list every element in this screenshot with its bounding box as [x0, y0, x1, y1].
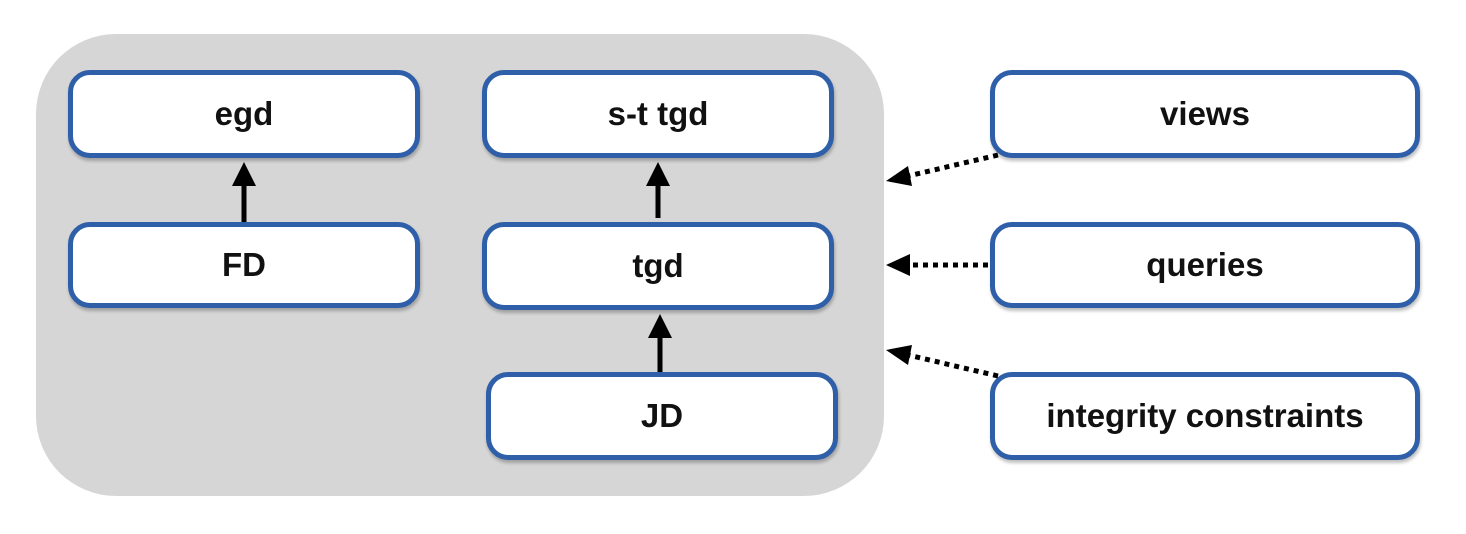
node-views-label: views: [1160, 95, 1250, 132]
dotted-arrow-views-to-group: [886, 152, 999, 186]
dotted-arrow-integrity-constraints-to-group: [886, 345, 999, 379]
node-st-tgd: s-t tgd: [482, 70, 834, 158]
node-egd: egd: [68, 70, 420, 158]
node-fd-label: FD: [222, 246, 266, 283]
node-tgd-label: tgd: [632, 247, 684, 284]
node-st-tgd-label: s-t tgd: [607, 95, 709, 132]
node-views: views: [990, 70, 1420, 158]
node-tgd: tgd: [482, 222, 834, 310]
node-queries: queries: [990, 222, 1420, 308]
node-integrity-constraints-label: integrity constraints: [1046, 397, 1364, 434]
node-integrity-constraints: integrity constraints: [990, 372, 1420, 460]
node-egd-label: egd: [214, 95, 274, 132]
node-queries-label: queries: [1146, 246, 1264, 283]
dotted-arrow-queries-to-group: [886, 254, 988, 276]
node-jd-label: JD: [640, 397, 684, 434]
node-jd: JD: [486, 372, 838, 460]
node-fd: FD: [68, 222, 420, 308]
